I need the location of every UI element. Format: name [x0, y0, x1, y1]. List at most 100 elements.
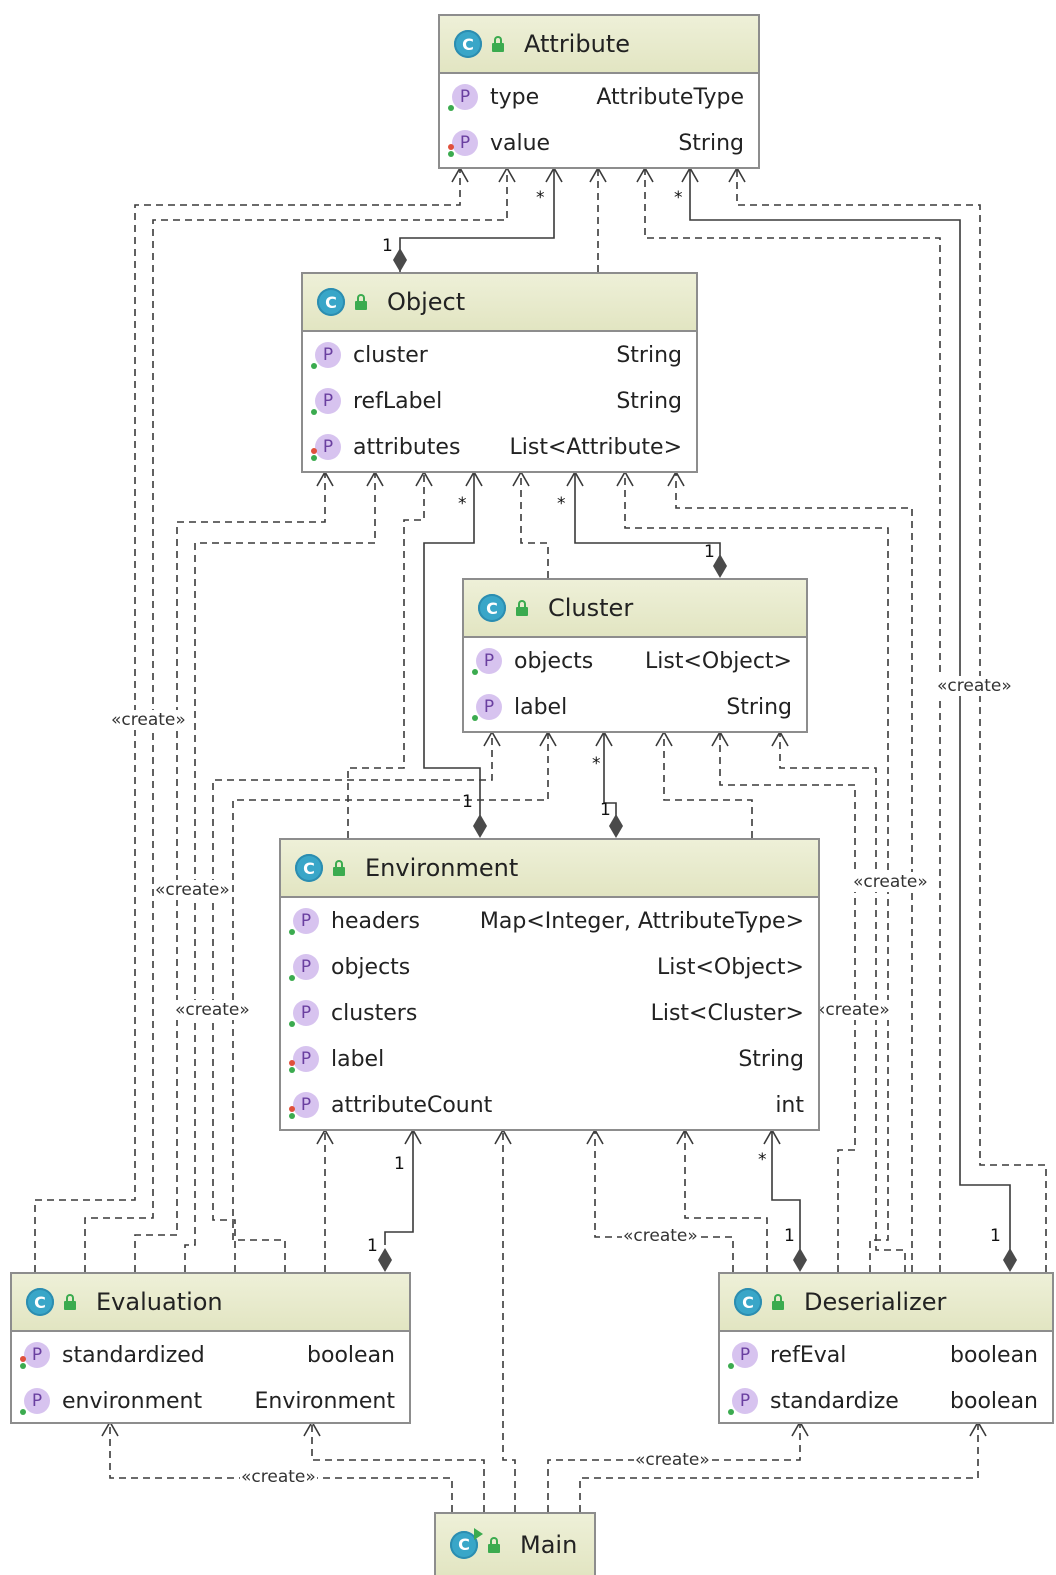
class-name: Object	[387, 288, 466, 316]
class-icon: C	[454, 30, 482, 58]
field-type: int	[775, 1092, 804, 1118]
class-environment[interactable]: C Environment P headers Map<Integer, Att…	[279, 838, 820, 1131]
field-row[interactable]: P objects List<Object>	[464, 638, 806, 684]
create-label-eval-attribute: «create»	[110, 710, 187, 730]
field-name: clusters	[331, 1000, 418, 1026]
class-icon: C	[734, 1288, 762, 1316]
field-name: headers	[331, 908, 420, 934]
field-row[interactable]: P objects List<Object>	[281, 944, 818, 990]
field-name: label	[514, 694, 568, 720]
mult-deser-attribute-many: *	[674, 188, 683, 208]
class-main[interactable]: C Main	[434, 1512, 596, 1575]
property-icon: P	[20, 1388, 50, 1415]
comp-eval-env	[384, 1132, 414, 1245]
field-type: List<Attribute>	[509, 434, 682, 460]
lock-icon	[64, 1294, 78, 1310]
mult-eval-env-one-bottom: 1	[367, 1236, 378, 1256]
property-icon: P	[289, 1092, 319, 1119]
comp-cluster-object	[574, 474, 721, 558]
class-name: Attribute	[524, 30, 630, 58]
mult-eval-env-one-top: 1	[394, 1154, 405, 1174]
lock-icon	[516, 600, 530, 616]
class-icon: C	[478, 594, 506, 622]
field-row[interactable]: P environment Environment	[12, 1378, 409, 1424]
property-icon: P	[311, 342, 341, 369]
create-label-eval-object: «create»	[154, 880, 231, 900]
class-header: C Object	[303, 274, 696, 332]
field-row[interactable]: P type AttributeType	[440, 74, 758, 120]
comp-deser-attribute	[689, 170, 1011, 1258]
class-header: C Evaluation	[12, 1274, 409, 1332]
property-icon: P	[311, 434, 341, 461]
mult-deser-env-one: 1	[784, 1226, 795, 1246]
class-attribute[interactable]: C Attribute P type AttributeType P value…	[438, 14, 760, 169]
field-type: String	[738, 1046, 804, 1072]
create-label-deser-cluster: «create»	[814, 1000, 891, 1020]
mult-cluster-object-many: *	[557, 494, 566, 514]
field-row[interactable]: P label String	[464, 684, 806, 730]
field-name: value	[490, 130, 551, 156]
field-row[interactable]: P label String	[281, 1036, 818, 1082]
field-type: List<Object>	[645, 648, 792, 674]
lock-icon	[492, 36, 506, 52]
field-row[interactable]: P refLabel String	[303, 378, 696, 424]
field-type: Map<Integer, AttributeType>	[479, 908, 804, 934]
field-name: standardized	[62, 1342, 205, 1368]
field-row[interactable]: P attributeCount int	[281, 1082, 818, 1128]
class-object[interactable]: C Object P cluster String P refLabel Str…	[301, 272, 698, 473]
class-name: Evaluation	[96, 1288, 223, 1316]
class-header: C Deserializer	[720, 1274, 1052, 1332]
lock-icon	[488, 1536, 502, 1553]
dep-deser-object-2	[675, 474, 913, 1272]
dep-eval-object-1	[134, 474, 326, 1272]
field-type: Environment	[254, 1388, 395, 1414]
field-row[interactable]: P attributes List<Attribute>	[303, 424, 696, 470]
field-row[interactable]: P standardized boolean	[12, 1332, 409, 1378]
property-icon: P	[728, 1388, 758, 1415]
mult-cluster-object-one: 1	[704, 542, 715, 562]
field-row[interactable]: P value String	[440, 120, 758, 166]
property-icon: P	[472, 648, 502, 675]
field-row[interactable]: P refEval boolean	[720, 1332, 1052, 1378]
create-label-main-deser: «create»	[634, 1450, 711, 1470]
property-icon: P	[448, 84, 478, 111]
class-name: Deserializer	[804, 1288, 947, 1316]
mult-deser-env-many: *	[758, 1150, 767, 1170]
class-header: C Attribute	[440, 16, 758, 74]
property-icon: P	[289, 1046, 319, 1073]
assoc-env-object	[423, 474, 481, 822]
field-type: boolean	[307, 1342, 395, 1368]
field-type: List<Object>	[657, 954, 804, 980]
field-row[interactable]: P standardize boolean	[720, 1378, 1052, 1424]
class-deserializer[interactable]: C Deserializer P refEval boolean P stand…	[718, 1272, 1054, 1424]
field-row[interactable]: P headers Map<Integer, AttributeType>	[281, 898, 818, 944]
class-icon: C	[26, 1288, 54, 1316]
create-label-eval-cluster: «create»	[174, 1000, 251, 1020]
class-evaluation[interactable]: C Evaluation P standardized boolean P en…	[10, 1272, 411, 1424]
dep-deser-env-2	[684, 1132, 768, 1272]
dep-deser-attribute-1	[644, 170, 941, 1272]
dep-deser-cluster-1	[719, 734, 856, 1272]
class-icon: C	[295, 854, 323, 882]
field-type: boolean	[950, 1388, 1038, 1414]
field-row[interactable]: P clusters List<Cluster>	[281, 990, 818, 1036]
field-row[interactable]: P cluster String	[303, 332, 696, 378]
lock-icon	[333, 860, 347, 876]
field-type: boolean	[950, 1342, 1038, 1368]
class-header: C Environment	[281, 840, 818, 898]
lock-icon	[355, 294, 369, 310]
field-type: String	[726, 694, 792, 720]
field-name: attributeCount	[331, 1092, 493, 1118]
field-name: type	[490, 84, 540, 110]
class-name: Main	[520, 1530, 578, 1559]
property-icon: P	[448, 130, 478, 157]
field-type: List<Cluster>	[650, 1000, 804, 1026]
class-cluster[interactable]: C Cluster P objects List<Object> P label…	[462, 578, 808, 733]
property-icon: P	[311, 388, 341, 415]
field-name: environment	[62, 1388, 203, 1414]
field-name: refEval	[770, 1342, 847, 1368]
dep-env-cluster	[663, 734, 753, 838]
field-name: objects	[514, 648, 594, 674]
class-icon: C	[317, 288, 345, 316]
